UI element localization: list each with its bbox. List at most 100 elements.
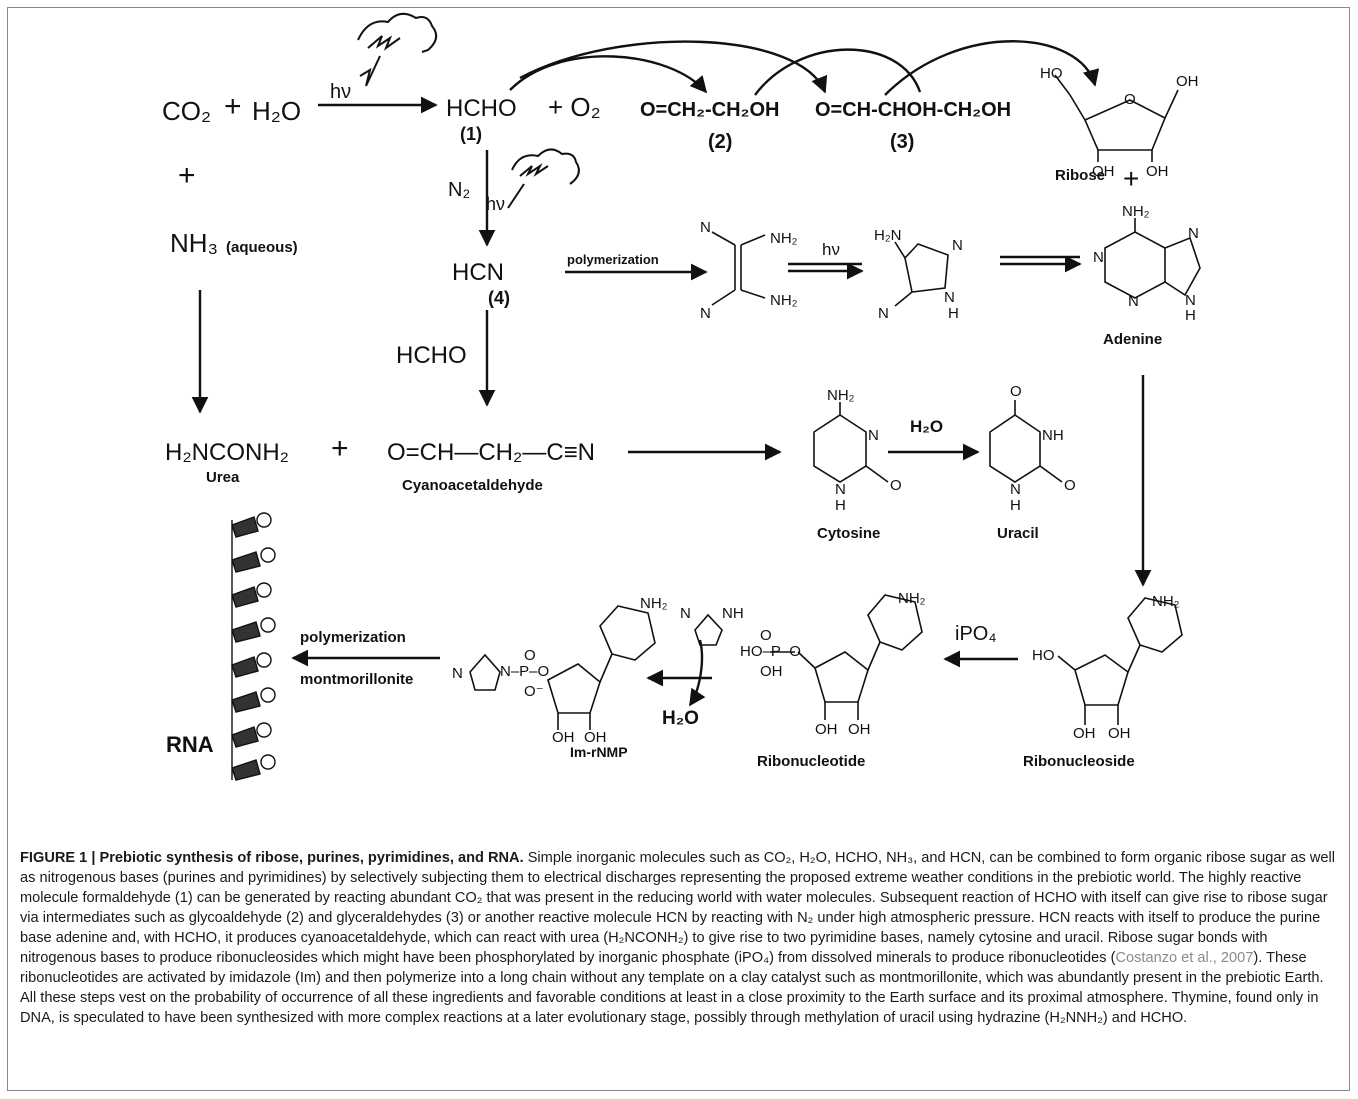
plus-1: + bbox=[224, 90, 242, 123]
svg-text:OH: OH bbox=[1092, 163, 1115, 180]
svg-text:NH: NH bbox=[722, 605, 744, 622]
aqueous-label: (aqueous) bbox=[226, 239, 298, 256]
svg-text:O: O bbox=[1010, 383, 1022, 400]
figure-frame bbox=[7, 7, 1350, 1091]
rna-chain-structure bbox=[231, 512, 276, 781]
urea-label: Urea bbox=[206, 469, 240, 486]
plus-3: + bbox=[331, 432, 349, 465]
svg-text:N: N bbox=[1093, 249, 1104, 266]
polymerization-label: polymerization bbox=[567, 252, 659, 267]
svg-text:N: N bbox=[680, 605, 691, 622]
svg-text:OH: OH bbox=[815, 721, 838, 738]
lightning-icon bbox=[357, 12, 438, 87]
arrow-to-ribose bbox=[884, 40, 1100, 96]
ribose-label: Ribose bbox=[1055, 167, 1105, 184]
figure-caption: FIGURE 1 | Prebiotic synthesis of ribose… bbox=[20, 848, 1340, 1028]
svg-text:O: O bbox=[524, 647, 536, 664]
imidazole-structure bbox=[894, 241, 949, 307]
svg-text:OH: OH bbox=[584, 729, 607, 746]
glycoaldehyde-label: O=CH₂-CH₂OH bbox=[640, 99, 779, 121]
svg-text:N: N bbox=[952, 237, 963, 254]
svg-text:OH: OH bbox=[1146, 163, 1169, 180]
caption-title: FIGURE 1 | Prebiotic synthesis of ribose… bbox=[20, 850, 524, 866]
compound-3-label: (3) bbox=[890, 131, 914, 153]
svg-text:N: N bbox=[868, 427, 879, 444]
o2-label: + O₂ bbox=[548, 92, 601, 122]
reaction-scheme: HO O OH OH OH N N NH₂ NH₂ H₂N N N H N NH… bbox=[162, 12, 1201, 781]
svg-text:N: N bbox=[700, 305, 711, 322]
svg-text:H: H bbox=[1185, 307, 1196, 324]
svg-text:H₂N: H₂N bbox=[874, 227, 902, 244]
arrow-hcho-to-glyceraldehyde bbox=[519, 40, 828, 94]
dinitrile-structure bbox=[711, 231, 766, 306]
svg-text:O: O bbox=[760, 627, 772, 644]
uracil-label: Uracil bbox=[997, 525, 1039, 542]
hcn-label: HCN bbox=[452, 259, 504, 286]
nh3-label: NH₃ bbox=[170, 228, 218, 258]
svg-text:OH: OH bbox=[1108, 725, 1131, 742]
caption-body-2: ). These ribonucleotides are activated b… bbox=[20, 950, 1324, 1026]
svg-text:O⁻: O⁻ bbox=[524, 683, 544, 700]
hv-label: hν bbox=[330, 81, 351, 103]
svg-text:H: H bbox=[1010, 497, 1021, 514]
co2-label: CO₂ bbox=[162, 96, 211, 126]
svg-text:H: H bbox=[835, 497, 846, 514]
svg-text:NH₂: NH₂ bbox=[1122, 203, 1150, 220]
svg-text:N: N bbox=[1010, 481, 1021, 498]
glyceraldehyde-label: O=CH-CHOH-CH₂OH bbox=[815, 99, 1011, 121]
adenine-label: Adenine bbox=[1103, 331, 1162, 348]
svg-text:N–P–O: N–P–O bbox=[500, 663, 549, 680]
svg-text:O: O bbox=[1064, 477, 1076, 494]
hv-label-2: hν bbox=[486, 194, 505, 214]
caption-reference-link[interactable]: Costanzo et al., 2007 bbox=[1115, 950, 1254, 966]
compound-1-label: (1) bbox=[460, 124, 482, 144]
montmorillonite-label: montmorillonite bbox=[300, 671, 413, 688]
lightning-icon-2 bbox=[507, 148, 580, 209]
rna-label: RNA bbox=[166, 732, 214, 757]
hv-label-3: hν bbox=[822, 240, 840, 259]
h2o-step-label: H₂O bbox=[910, 417, 943, 436]
h2o-release-label: H₂O bbox=[662, 708, 699, 729]
cyano-formula-label: O=CH—CH₂—C≡N bbox=[387, 439, 595, 466]
ribonucleotide-structure bbox=[770, 594, 923, 720]
svg-text:NH₂: NH₂ bbox=[640, 595, 668, 612]
svg-text:OH: OH bbox=[1176, 73, 1199, 90]
svg-text:N: N bbox=[1128, 293, 1139, 310]
svg-text:OH: OH bbox=[552, 729, 575, 746]
compound-2-label: (2) bbox=[708, 131, 732, 153]
ribose-structure bbox=[1054, 74, 1179, 162]
svg-text:N: N bbox=[452, 665, 463, 682]
compound-4-label: (4) bbox=[488, 288, 510, 308]
svg-text:OH: OH bbox=[760, 663, 783, 680]
uracil-structure bbox=[989, 400, 1063, 483]
urea-formula-label: H₂NCONH₂ bbox=[165, 439, 289, 466]
svg-text:NH₂: NH₂ bbox=[898, 590, 926, 607]
hcho-label: HCHO bbox=[446, 95, 517, 122]
svg-text:N: N bbox=[878, 305, 889, 322]
n2-label: N₂ bbox=[448, 179, 470, 201]
svg-text:NH₂: NH₂ bbox=[770, 292, 798, 309]
ribonucleotide-label: Ribonucleotide bbox=[757, 753, 865, 770]
cytosine-structure bbox=[813, 402, 889, 483]
svg-text:HO: HO bbox=[1032, 647, 1055, 664]
adenine-structure bbox=[1104, 218, 1201, 299]
svg-text:N: N bbox=[944, 289, 955, 306]
svg-text:OH: OH bbox=[848, 721, 871, 738]
svg-text:O: O bbox=[890, 477, 902, 494]
imrnmp-label: Im-rNMP bbox=[570, 744, 628, 760]
polymerization-label-2: polymerization bbox=[300, 629, 406, 646]
svg-text:OH: OH bbox=[1073, 725, 1096, 742]
imrnmp-structure bbox=[469, 605, 723, 730]
caption-body: Simple inorganic molecules such as CO₂, … bbox=[20, 850, 1335, 966]
cyanoacetaldehyde-label: Cyanoacetaldehyde bbox=[402, 477, 543, 494]
svg-text:O: O bbox=[1124, 91, 1136, 108]
svg-text:N: N bbox=[1188, 225, 1199, 242]
svg-text:NH₂: NH₂ bbox=[770, 230, 798, 247]
svg-text:NH₂: NH₂ bbox=[1152, 593, 1180, 610]
plus-ribose: + bbox=[1123, 163, 1139, 194]
svg-text:N: N bbox=[835, 481, 846, 498]
svg-text:N: N bbox=[700, 219, 711, 236]
plus-2: + bbox=[178, 159, 196, 192]
svg-text:H: H bbox=[948, 305, 959, 322]
ribonucleoside-structure bbox=[1057, 597, 1183, 725]
